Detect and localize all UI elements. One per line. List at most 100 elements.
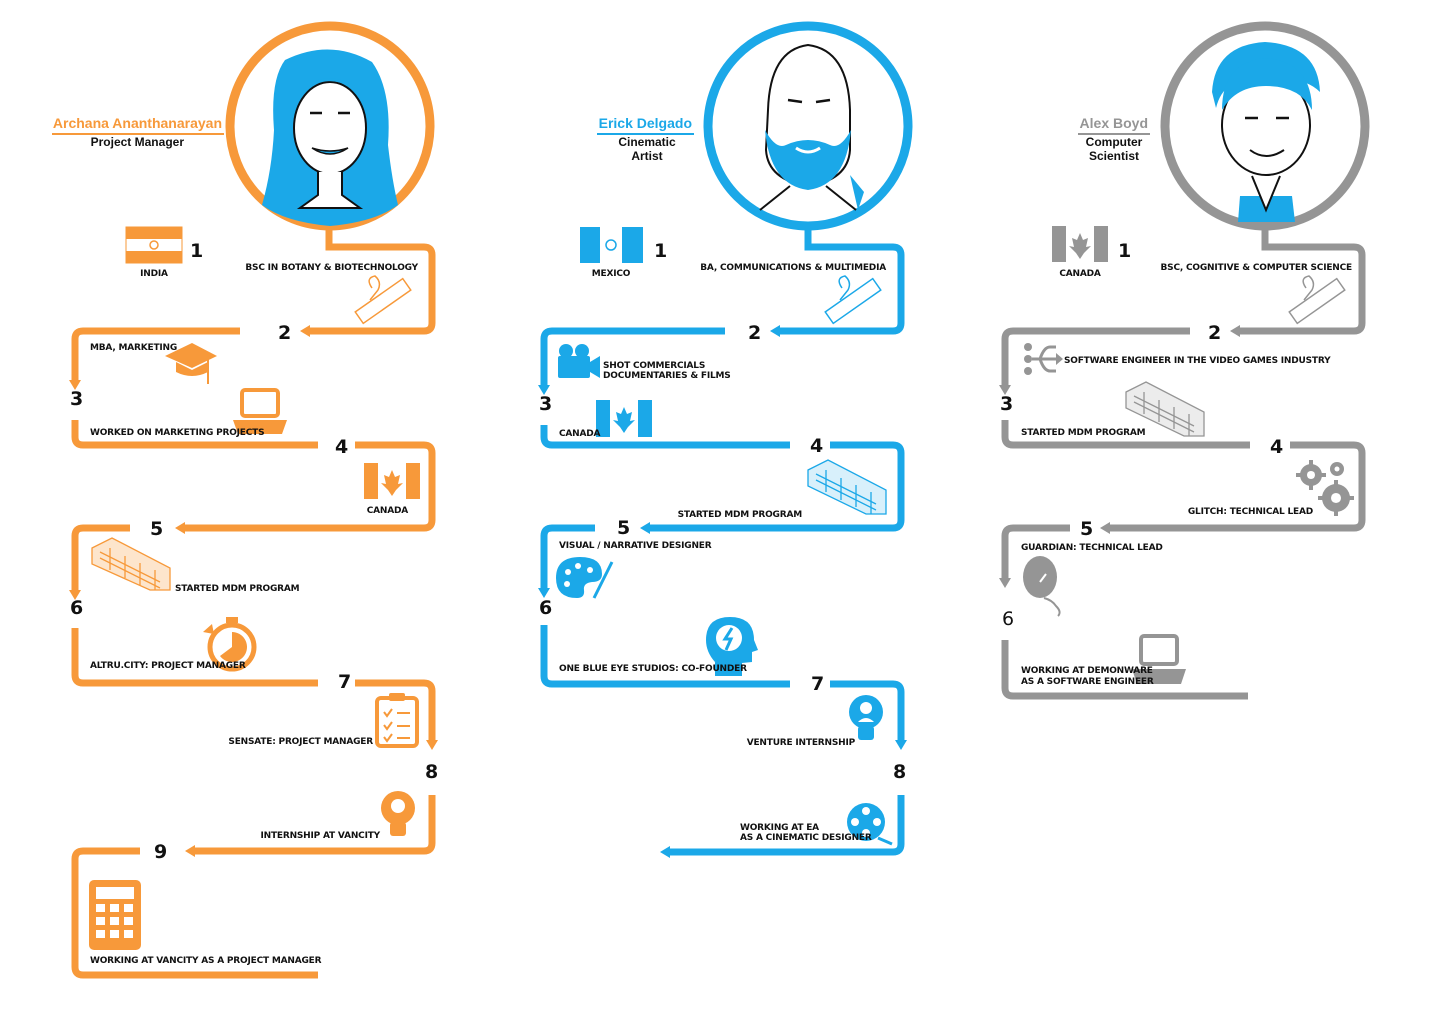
person-name: Alex Boyd [1080,115,1148,131]
video-camera-icon [558,344,600,378]
person-role: Scientist [1089,149,1139,163]
step-number: 4 [810,435,823,457]
step-label: CANADA [559,429,601,439]
step-label: INTERNSHIP AT VANCITY [260,831,380,841]
step-number: 5 [1080,518,1093,540]
country-label: INDIA [140,269,168,279]
step-label: WORKING AT VANCITY AS A PROJECT MANAGER [90,956,322,966]
step-number: 8 [425,761,438,783]
step-label: AS A SOFTWARE ENGINEER [1021,677,1154,687]
mexico-flag-icon [580,227,643,263]
step-label: GLITCH: TECHNICAL LEAD [1188,507,1313,517]
step-number: 2 [1208,322,1221,344]
country-label: CANADA [1059,269,1101,279]
person-column-alex: Alex Boyd Computer Scientist 1 CANADA BS… [999,21,1370,700]
step-label: DOCUMENTARIES & FILMS [603,371,731,381]
person-name: Archana Ananthanarayan [53,115,222,131]
step-number: 5 [617,517,630,539]
path-arrow [1100,522,1110,534]
path-arrow [895,740,907,750]
step-label: VISUAL / NARRATIVE DESIGNER [559,541,712,551]
path-arrow [69,590,81,600]
path-arrow [660,846,670,858]
diploma-icon [824,275,882,325]
person-role: Cinematic [618,135,676,149]
path-arrow [999,385,1011,395]
path-arrow [1230,325,1240,337]
step-number: 9 [154,841,167,863]
step-number: 5 [150,518,163,540]
step-label: STARTED MDM PROGRAM [1021,428,1146,438]
step-number: 3 [70,388,83,410]
step-number: 4 [335,436,348,458]
step-number: 2 [278,322,291,344]
step-number: 6 [539,597,552,619]
step-number: 7 [338,671,351,693]
laptop-icon [1132,634,1186,684]
person-role: Project Manager [91,135,185,149]
mouse-icon [1023,556,1061,617]
building-icon [807,459,887,515]
step-number: 1 [654,240,667,262]
building-icon [91,537,171,591]
step-label: BSC, COGNITIVE & COMPUTER SCIENCE [1161,263,1353,273]
step-label: WORKING AT EA [740,823,819,833]
india-flag-icon [125,226,183,264]
branch-icon [1024,343,1063,375]
step-label: VENTURE INTERNSHIP [747,738,856,748]
gears-icon [1296,460,1354,516]
step-label: ALTRU.CITY: PROJECT MANAGER [90,661,246,671]
step-label: BSC IN BOTANY & BIOTECHNOLOGY [245,263,418,273]
step-number: 3 [1000,393,1013,415]
career-path-line [1001,228,1366,700]
step-label: SOFTWARE ENGINEER IN THE VIDEO GAMES IND… [1064,356,1331,366]
building-icon [1125,381,1205,437]
path-arrow [770,325,780,337]
clipboard-icon [375,693,419,748]
step-label: SENSATE: PROJECT MANAGER [228,737,373,747]
path-arrow [538,588,550,598]
career-path-line [71,228,436,979]
path-arrow [999,578,1011,588]
film-reel-icon [847,803,893,846]
path-arrow [185,845,195,857]
step-number: 3 [539,393,552,415]
step-label: WORKING AT DEMONWARE [1021,666,1153,676]
diploma-icon [354,275,412,325]
palette-icon [556,557,614,599]
step-label: SHOT COMMERCIALS [603,361,705,371]
step-number: 8 [893,761,906,783]
step-label: GUARDIAN: TECHNICAL LEAD [1021,543,1163,553]
path-arrow [426,740,438,750]
step-number: 1 [190,240,203,262]
step-number: 1 [1118,240,1131,262]
name-underline [597,133,694,135]
step-label: ONE BLUE EYE STUDIOS: CO-FOUNDER [559,664,747,674]
canada-flag-icon [364,463,420,499]
portrait-bearded-man-icon [759,43,864,211]
path-arrow [69,380,81,390]
path-arrow [300,325,310,337]
step-label: MBA, MARKETING [90,343,177,353]
graduation-cap-icon [165,343,217,384]
person-name: Erick Delgado [599,115,692,131]
step-number: 6 [70,597,83,619]
portrait-young-man-icon [1212,42,1320,222]
name-underline [52,133,224,135]
laptop-icon [233,388,287,434]
person-column-archana: Archana Ananthanarayan Project Manager 1… [52,21,438,979]
country-label: MEXICO [592,269,631,279]
person-role: Computer [1086,135,1143,149]
stopwatch-icon [203,617,257,672]
step-label: STARTED MDM PROGRAM [678,510,803,520]
step-number: 2 [748,322,761,344]
step-label: WORKED ON MARKETING PROJECTS [90,428,264,438]
name-underline [1078,133,1150,135]
step-label: STARTED MDM PROGRAM [175,584,300,594]
person-column-erick: Erick Delgado Cinematic Artist 1 MEXICO … [538,21,913,858]
calculator-icon [89,880,141,950]
step-label: AS A CINEMATIC DESIGNER [740,833,872,843]
person-role: Artist [631,149,662,163]
canada-flag-icon [1052,226,1108,262]
